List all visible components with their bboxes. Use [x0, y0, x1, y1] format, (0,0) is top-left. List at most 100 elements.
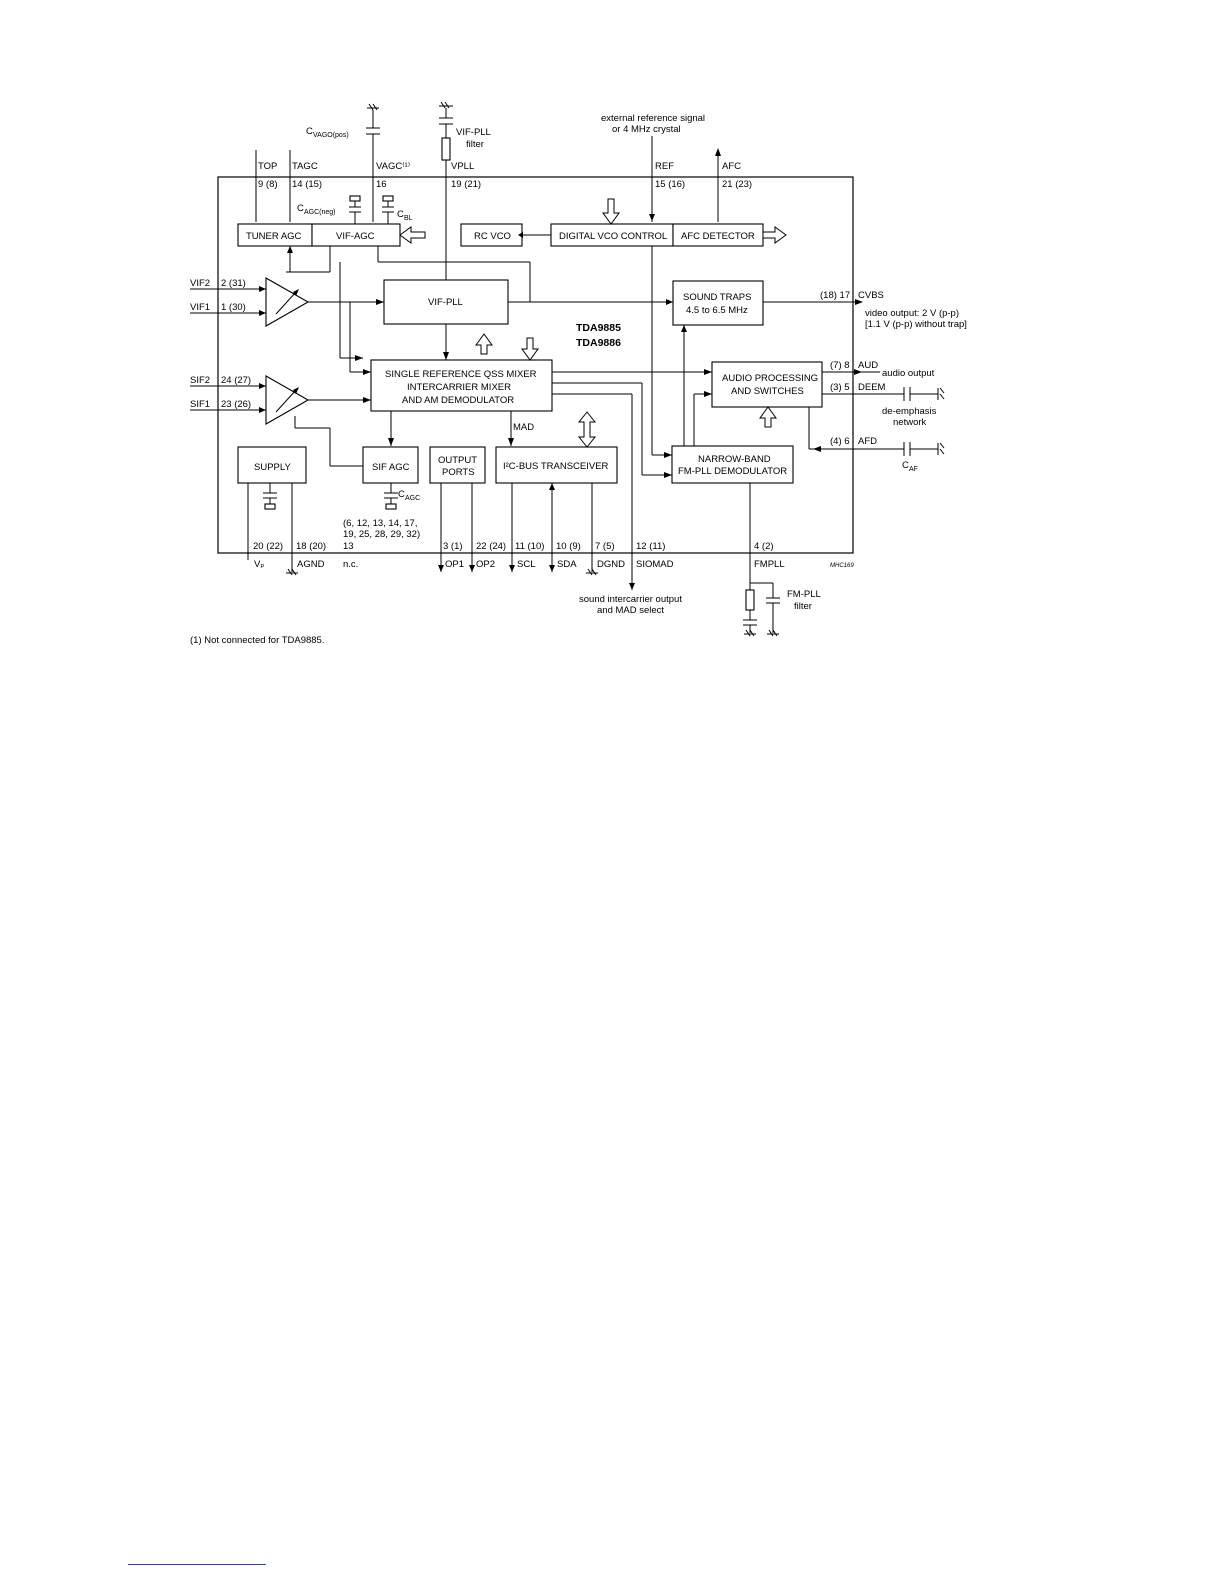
fm-pll-filter-label-2: filter [794, 601, 812, 612]
pin-sda-number: 10 (9) [556, 541, 581, 552]
tuner-agc-label: TUNER AGC [246, 231, 302, 242]
cvago-label: C [306, 126, 313, 137]
pin-vif2-number: 2 (31) [221, 278, 246, 289]
vif-pll-filter-label-2: filter [466, 139, 484, 150]
pin-scl-number: 11 (10) [515, 541, 544, 552]
caf-label: C [902, 460, 909, 471]
pin-cvbs-name: CVBS [858, 290, 884, 301]
cbl-label: C [397, 209, 404, 220]
sound-traps-block: SOUND TRAPS 4.5 to 6.5 MHz [672, 280, 764, 326]
audio-processing-block: AUDIO PROCESSING AND SWITCHES [711, 361, 823, 408]
pin-afc-name: AFC [722, 161, 741, 172]
pin-agnd-name: AGND [297, 559, 325, 570]
pin-dgnd-name: DGND [597, 559, 625, 570]
pin-ref-number: 15 (16) [655, 179, 685, 190]
pin-ref-name: REF [655, 161, 674, 172]
sound-traps-label-1: SOUND TRAPS [683, 292, 751, 303]
pin-fmpll-name: FMPLL [754, 559, 785, 570]
vif-agc-label: VIF-AGC [336, 231, 375, 242]
ground-symbols [286, 568, 598, 576]
pin-sif2-number: 24 (27) [221, 375, 251, 386]
bottom-pins: 20 (22) Vₚ 18 (20) AGND 13 n.c. 3 (1) OP… [253, 541, 785, 570]
sound-traps-label-2: 4.5 to 6.5 MHz [686, 305, 748, 316]
fm-pll-filter: FM-PLL filter [743, 582, 821, 637]
tuner-agc-block: TUNER AGC [237, 223, 313, 247]
afc-detector-label: AFC DETECTOR [681, 231, 755, 242]
pin-vpll-number: 19 (21) [451, 179, 481, 190]
fm-pll-label-2: FM-PLL DEMODULATOR [678, 466, 787, 477]
pin-vif1-name: VIF1 [190, 302, 210, 313]
pin-fmpll-number: 4 (2) [754, 541, 774, 552]
pin-afd-number: (4) 6 [830, 436, 850, 447]
i2c-transceiver-label: I²C-BUS TRANSCEIVER [503, 461, 609, 472]
digital-vco-control-block: DIGITAL VCO CONTROL [550, 223, 674, 247]
pin-sda-name: SDA [557, 559, 577, 570]
vif-pll-filter-label-1: VIF-PLL [456, 127, 491, 138]
pin-deem-name: DEEM [858, 382, 886, 393]
supply-label: SUPPLY [254, 462, 291, 473]
chip-name-1: TDA9885 [576, 322, 621, 334]
pin-dgnd-number: 7 (5) [595, 541, 615, 552]
vif-pll-block: VIF-PLL [383, 279, 509, 325]
vif-amplifier: VIF2 2 (31) VIF1 1 (30) [190, 277, 310, 327]
pin-aud-number: (7) 8 [830, 360, 850, 371]
pin-op2-name: OP2 [476, 559, 495, 570]
pin-vif2-name: VIF2 [190, 278, 210, 289]
pin-nc-number: 13 [343, 541, 354, 552]
cagc-neg-capacitor: C AGC(neg) [297, 195, 361, 224]
pin-sif1-name: SIF1 [190, 399, 210, 410]
fm-pll-label-1: NARROW-BAND [698, 454, 771, 465]
deemphasis-label-1: de-emphasis [882, 406, 937, 417]
pin-sif2-name: SIF2 [190, 375, 210, 386]
pin-top-number: 9 (8) [258, 179, 278, 190]
rc-vco-block: RC VCO [460, 223, 523, 247]
pin-aud-name: AUD [858, 360, 878, 371]
pin-afc-number: 21 (23) [722, 179, 752, 190]
top-pins: TOP 9 (8) TAGC 14 (15) VAGC⁽¹⁾ 16 VPLL 1… [255, 136, 752, 280]
audio-output-label: audio output [882, 368, 935, 379]
cvago-sub: VAGO(pos) [313, 132, 349, 139]
pin-vagc-number: 16 [376, 179, 387, 190]
chip-name-2: TDA9886 [576, 337, 621, 349]
pin-siomad-number: 12 (11) [636, 541, 665, 552]
ext-ref-label-2: or 4 MHz crystal [612, 124, 681, 135]
sif-agc-label: SIF AGC [372, 462, 410, 473]
supply-block: SUPPLY [237, 446, 307, 484]
pin-op1-name: OP1 [445, 559, 464, 570]
pin-vp-number: 20 (22) [253, 541, 283, 552]
pin-sif1-number: 23 (26) [221, 399, 251, 410]
audio-processing-label-1: AUDIO PROCESSING [722, 373, 818, 384]
deemphasis-label-2: network [893, 417, 927, 428]
video-output-label-2: [1.1 V (p-p) without trap] [865, 319, 967, 330]
cagc-sub: AGC [405, 495, 420, 502]
cagc-neg-label: C [297, 203, 304, 214]
footer-rule [128, 1564, 266, 1565]
fm-pll-filter-label-1: FM-PLL [787, 589, 821, 600]
pin-tagc-number: 14 (15) [292, 179, 322, 190]
ext-ref-label-1: external reference signal [601, 113, 705, 124]
pin-tagc-name: TAGC [292, 161, 318, 172]
qss-mixer-label-3: AND AM DEMODULATOR [402, 395, 514, 406]
sif-amplifier: SIF2 24 (27) SIF1 23 (26) [190, 375, 310, 425]
pin-scl-name: SCL [517, 559, 535, 570]
qss-mixer-block: SINGLE REFERENCE QSS MIXER INTERCARRIER … [370, 359, 553, 412]
output-ports-label-1: OUTPUT [438, 455, 477, 466]
pin-op1-number: 3 (1) [443, 541, 463, 552]
cvago-capacitor: C VAGO(pos) [306, 103, 380, 142]
rc-vco-label: RC VCO [474, 231, 511, 242]
footnote: (1) Not connected for TDA9885. [190, 635, 324, 646]
cbl-sub: BL [404, 215, 413, 222]
afc-detector-block: AFC DETECTOR [672, 223, 764, 247]
cagc-label: C [398, 489, 405, 500]
sound-intercarrier-label-1: sound intercarrier output [579, 594, 682, 605]
cbl-capacitor: C BL [382, 195, 413, 224]
pin-deem-number: (3) 5 [830, 382, 850, 393]
video-output-label-1: video output: 2 V (p-p) [865, 308, 959, 319]
pin-vagc-name: VAGC⁽¹⁾ [376, 161, 410, 172]
output-ports-label-2: PORTS [442, 467, 475, 478]
drawing-code: MHC169 [830, 563, 854, 569]
qss-mixer-label-1: SINGLE REFERENCE QSS MIXER [385, 369, 537, 380]
digital-vco-control-label: DIGITAL VCO CONTROL [559, 231, 667, 242]
